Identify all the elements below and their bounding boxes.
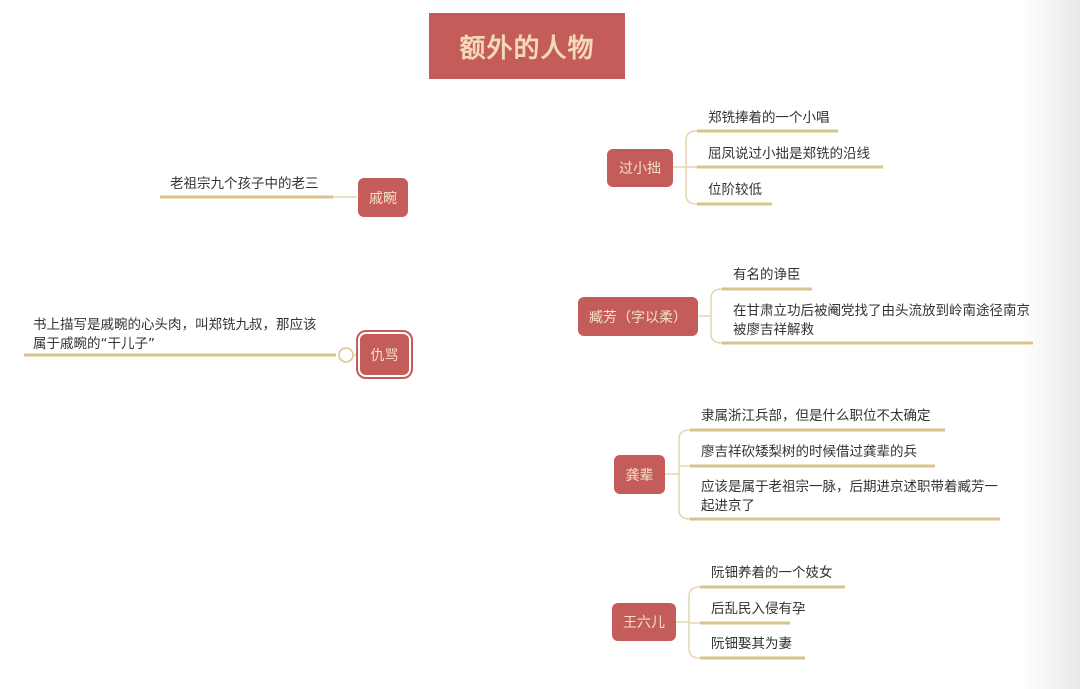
node-label: 王六儿 [623, 615, 665, 631]
connector [665, 429, 691, 520]
leaf-text: 廖吉祥砍矮梨树的时候借过龚辈的兵 [701, 444, 917, 460]
connector [676, 586, 701, 659]
leaf-text: 书上描写是戚畹的心头肉，叫郑铣九叔，那应该属于戚畹的“干儿子” [33, 317, 317, 352]
connector [698, 288, 723, 344]
node-label: 过小拙 [619, 161, 661, 177]
node-label: 臧芳（字以柔） [589, 309, 687, 326]
leaf-text: 阮钿养着的一个妓女 [711, 565, 833, 581]
leaf-text: 隶属浙江兵部，但是什么职位不太确定 [701, 408, 931, 424]
node-zang-fang[interactable]: 臧芳（字以柔） [578, 297, 698, 336]
mindmap-title[interactable]: 额外的人物 [429, 13, 625, 79]
leaf-text: 位阶较低 [708, 182, 762, 198]
leaf-text: 郑铣捧着的一个小唱 [708, 110, 830, 126]
node-qi-wan[interactable]: 戚畹 [358, 178, 408, 217]
leaf-text: 屈凤说过小拙是郑铣的沿线 [708, 146, 870, 162]
node-gong-hui[interactable]: 龚辈 [614, 455, 665, 494]
node-qiu-ke[interactable]: 仇骂 [356, 330, 413, 379]
collapse-toggle [338, 347, 354, 363]
node-label: 戚畹 [369, 190, 397, 207]
leaf-text: 有名的诤臣 [733, 267, 801, 283]
leaf-text: 阮钿娶其为妻 [711, 636, 792, 652]
node-wang-liu-er[interactable]: 王六儿 [612, 603, 676, 641]
leaf-text: 后乱民入侵有孕 [711, 601, 806, 617]
leaf-text: 在甘肃立功后被阉党找了由头流放到岭南途径南京被廖吉祥解救 [733, 303, 1030, 338]
node-label: 龚辈 [625, 467, 654, 484]
leaf-text: 应该是属于老祖宗一脉，后期进京述职带着臧芳一起进京了 [701, 479, 998, 514]
connector [673, 130, 698, 205]
node-guo-xiao-zhuo[interactable]: 过小拙 [607, 149, 673, 187]
node-label: 仇骂 [370, 347, 399, 364]
leaf-text: 老祖宗九个孩子中的老三 [170, 176, 319, 192]
